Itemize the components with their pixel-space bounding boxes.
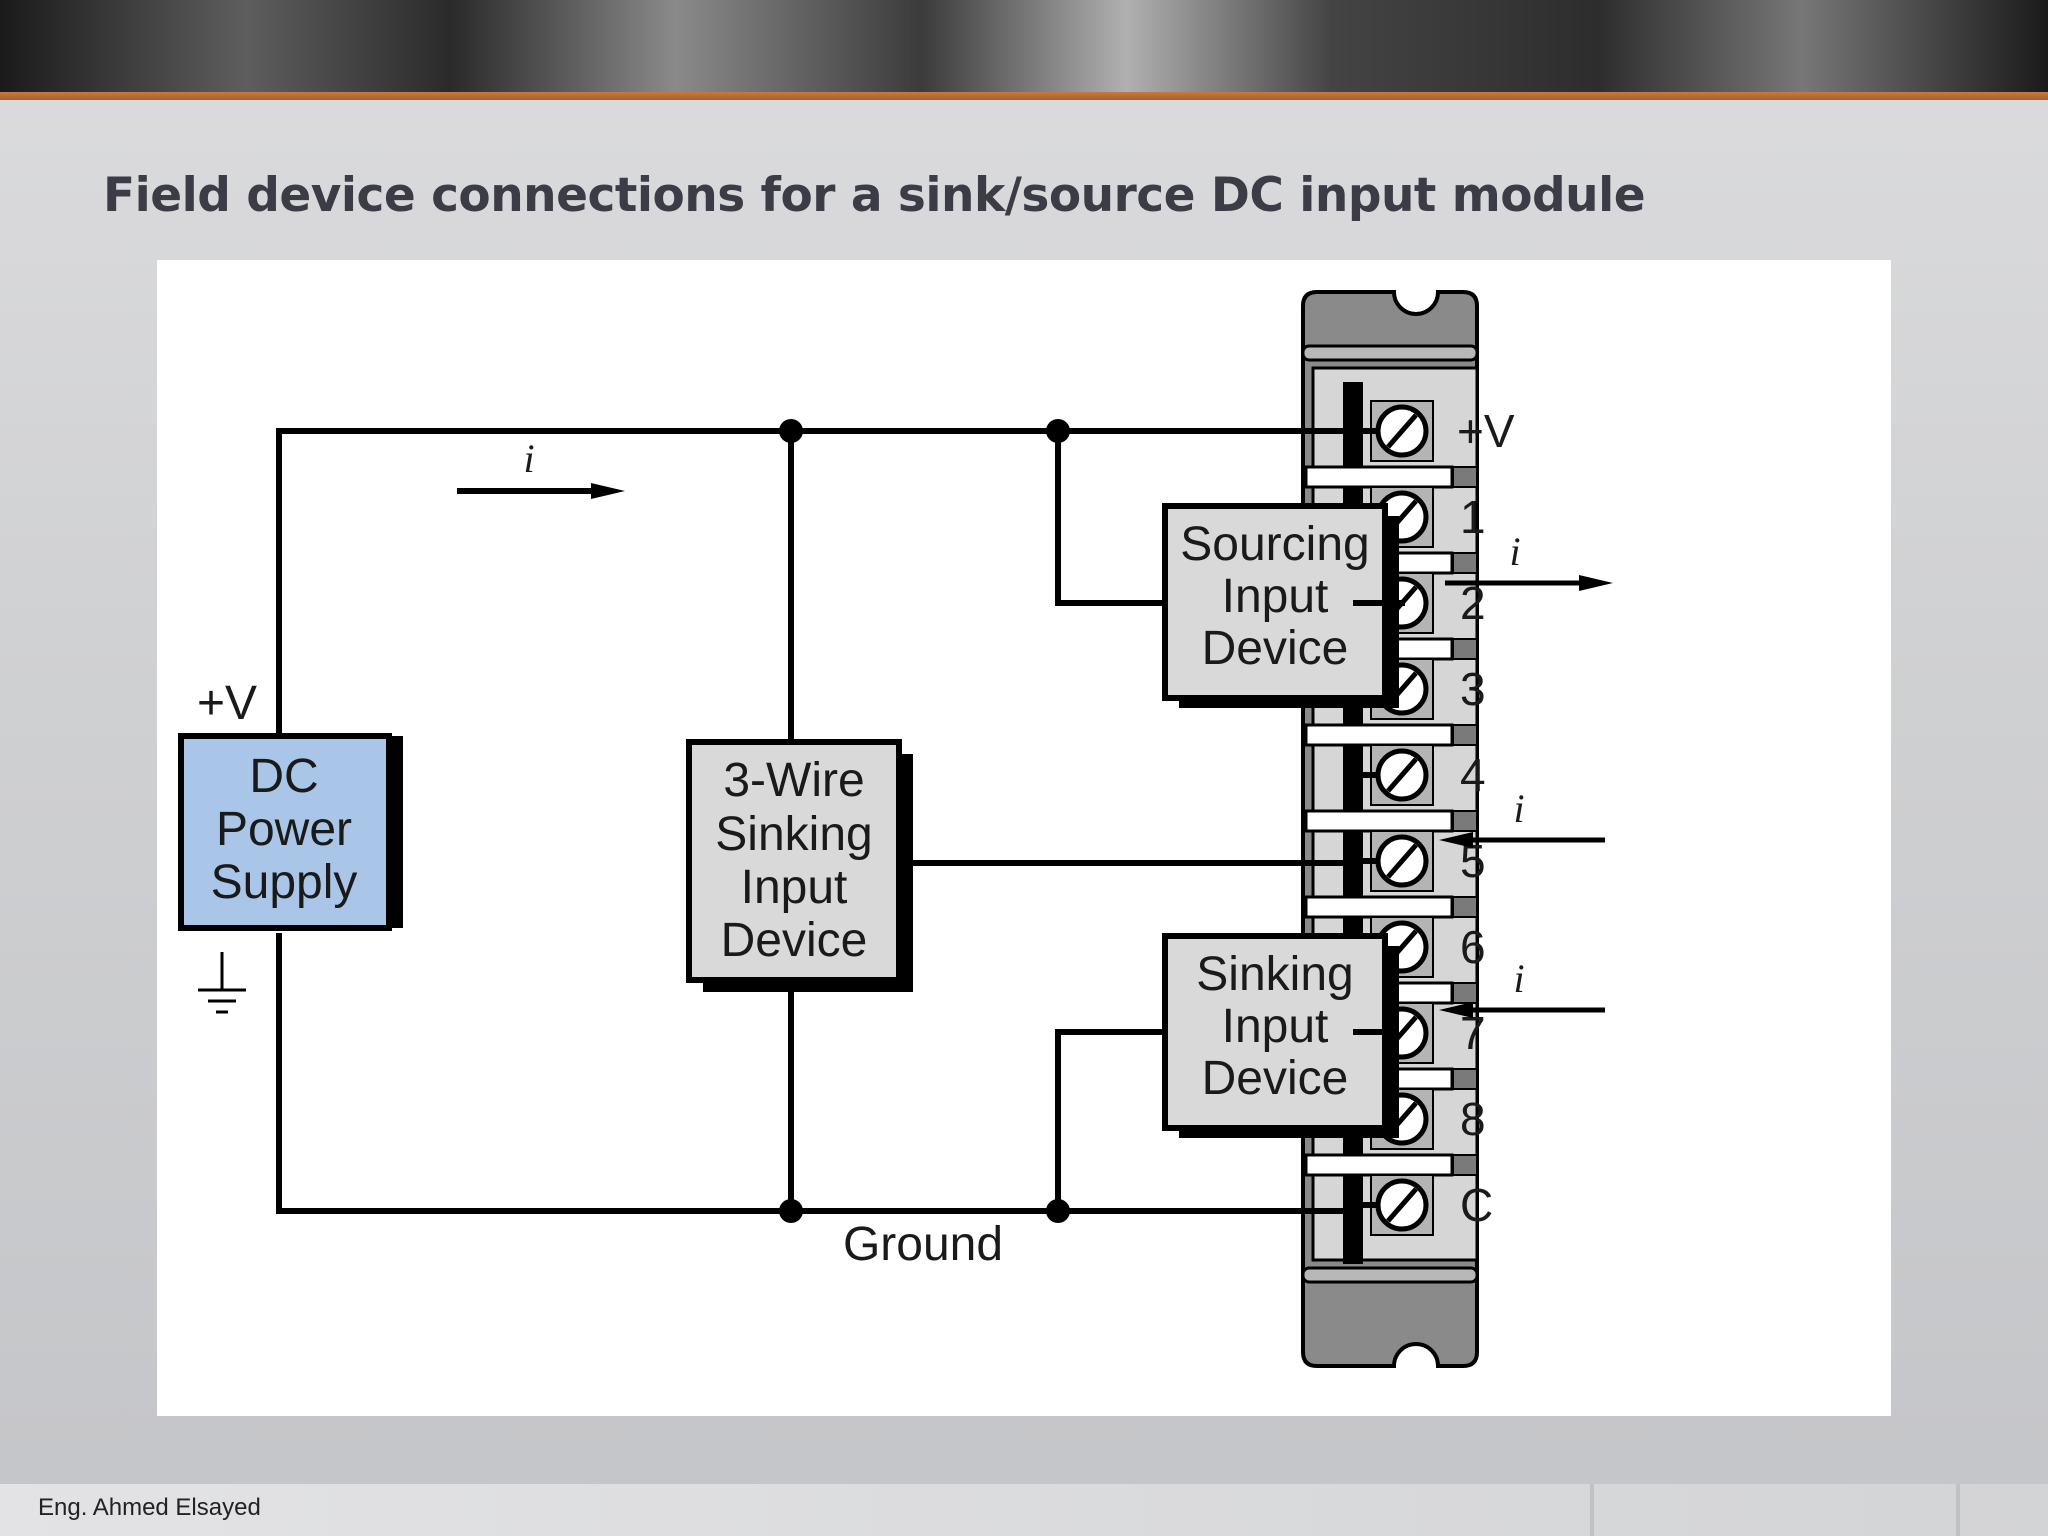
terminal-screw-slot xyxy=(1386,1187,1418,1223)
header-accent-stripe xyxy=(0,92,2048,100)
terminal-label: 8 xyxy=(1460,1093,1486,1145)
current-arrow-supply: i xyxy=(457,436,625,499)
current-label-sourcing: i xyxy=(1509,529,1520,574)
slide-title: Field device connections for a sink/sour… xyxy=(103,168,1646,223)
power-supply-label-line-3: Supply xyxy=(211,856,358,909)
terminal-label: 4 xyxy=(1460,749,1486,801)
power-supply-label-line-1: DC xyxy=(249,750,318,803)
module-bottom-rib xyxy=(1301,1266,1479,1284)
current-arrows: i i i i xyxy=(457,436,1613,1018)
terminal-screw-slot xyxy=(1386,757,1418,793)
sinking-device-box xyxy=(1162,933,1388,1131)
terminal-separator-tab xyxy=(1452,982,1478,1004)
terminal-label: 6 xyxy=(1460,921,1486,973)
earth-ground-icon xyxy=(198,952,246,1014)
module-top-rib xyxy=(1301,344,1479,362)
sinking-input-device: Sinking Input Device xyxy=(1162,933,1399,1138)
header-banner-image xyxy=(0,0,2048,92)
footer-divider xyxy=(1956,1484,1960,1536)
current-label-three-wire: i xyxy=(1513,786,1524,831)
sinking-label-line-3: Device xyxy=(1202,1052,1349,1105)
sinking-label-line-1: Sinking xyxy=(1196,948,1353,1001)
terminal-separator-tab xyxy=(1452,466,1478,488)
junction-dot xyxy=(779,419,803,443)
footer-bar xyxy=(0,1484,2048,1536)
sourcing-device-box xyxy=(1162,503,1388,701)
terminal-separator-tab xyxy=(1452,638,1478,660)
power-supply-plus-v-label: +V xyxy=(197,677,257,730)
junction-dot xyxy=(779,1199,803,1223)
terminal-separator-tab xyxy=(1452,896,1478,918)
junctions xyxy=(779,419,1070,1223)
module-feed-wires xyxy=(1353,600,1399,1035)
sourcing-label-line-1: Sourcing xyxy=(1180,518,1369,571)
terminal-label: +V xyxy=(1457,405,1515,457)
three-wire-label-line-3: Input xyxy=(741,861,848,914)
terminal-separator-tab xyxy=(1452,552,1478,574)
sinking-ground-wire xyxy=(1055,1029,1168,1214)
power-supply-label-line-2: Power xyxy=(216,803,352,856)
ground-label: Ground xyxy=(843,1218,1003,1271)
sinking-label-line-2: Input xyxy=(1222,1000,1329,1053)
dc-power-supply: DC Power Supply +V xyxy=(178,677,403,1014)
three-wire-device-box xyxy=(686,739,902,983)
terminal-label: 3 xyxy=(1460,663,1486,715)
terminal-label: 1 xyxy=(1460,491,1486,543)
terminal-screw-slot xyxy=(1386,413,1418,449)
current-label-sinking: i xyxy=(1513,956,1524,1001)
current-arrow-three-wire: i xyxy=(1439,786,1605,848)
terminal-label: C xyxy=(1460,1179,1493,1231)
terminal-separator xyxy=(1304,465,1454,489)
three-wire-label-line-4: Device xyxy=(721,914,868,967)
three-wire-sinking-device: 3-Wire Sinking Input Device xyxy=(686,739,913,992)
sourcing-label-line-2: Input xyxy=(1222,570,1329,623)
junction-dot xyxy=(1046,1199,1070,1223)
current-label-supply: i xyxy=(523,436,534,481)
terminal-separator-tab xyxy=(1452,1068,1478,1090)
three-wire-label-line-2: Sinking xyxy=(715,808,872,861)
terminal-separator-tab xyxy=(1452,1154,1478,1176)
current-arrow-sourcing: i xyxy=(1445,529,1613,591)
terminal-separator xyxy=(1304,895,1454,919)
terminal-separator-tab xyxy=(1452,810,1478,832)
junction-dot xyxy=(1046,419,1070,443)
terminal-screw-slot xyxy=(1386,843,1418,879)
wiring xyxy=(276,428,1392,1214)
positive-rail-wire xyxy=(276,428,1356,739)
sourcing-label-line-3: Device xyxy=(1202,622,1349,675)
power-supply-box xyxy=(178,733,392,931)
three-wire-label-line-1: 3-Wire xyxy=(723,754,864,807)
footer-divider xyxy=(1590,1484,1594,1536)
sourcing-supply-wire xyxy=(1055,428,1168,606)
terminal-label: 2 xyxy=(1460,577,1486,629)
terminal-separator xyxy=(1304,723,1454,747)
ground-rail-wire xyxy=(276,933,1356,1214)
terminal-separator xyxy=(1304,809,1454,833)
terminal-separator xyxy=(1304,1153,1454,1177)
current-arrow-sinking: i xyxy=(1439,956,1605,1018)
sourcing-input-device: Sourcing Input Device xyxy=(1162,503,1399,708)
footer-author: Eng. Ahmed Elsayed xyxy=(38,1494,261,1521)
terminal-separator-tab xyxy=(1452,724,1478,746)
